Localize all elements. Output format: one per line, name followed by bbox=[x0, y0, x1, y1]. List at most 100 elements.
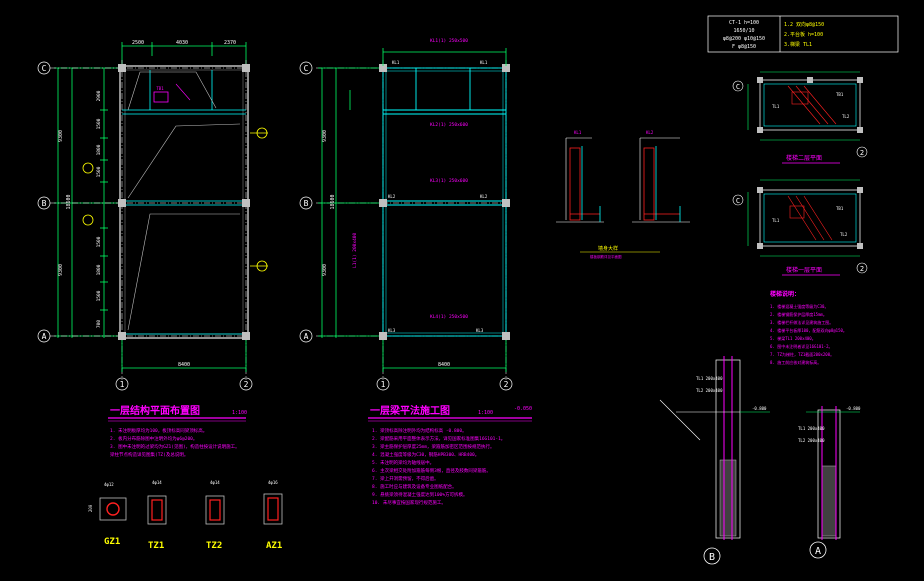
info-line2: 1650/10 bbox=[733, 28, 754, 34]
stair1-axis-c: C bbox=[736, 83, 740, 91]
plan2-note-9: 9. 悬挑梁须待混凝土强度达到100%方可拆模。 bbox=[372, 491, 467, 498]
plan1-note-4: 梁柱节点构造详见图集(TZ)及总说明。 bbox=[110, 451, 188, 458]
elevation-section-a: TL1 200x400 TL2 200x400 -0.800 A bbox=[798, 406, 861, 559]
svg-text:KL2: KL2 bbox=[646, 130, 654, 135]
svg-text:TL2: TL2 bbox=[840, 232, 848, 237]
col-tz2-label: TZ2 bbox=[206, 541, 222, 551]
plan2-bottom-dim: 8400 bbox=[438, 362, 450, 368]
svg-text:TL1: TL1 bbox=[772, 104, 780, 109]
stair-notes-title: 楼梯说明： bbox=[770, 290, 800, 298]
plan1-side-dim-5: 1500 bbox=[96, 236, 102, 247]
plan2-top-dims bbox=[382, 48, 507, 66]
elev-b-level: -0.800 bbox=[752, 406, 767, 411]
plan1-axis-bubbles bbox=[37, 61, 253, 391]
elevation-section-b: TL1 200x400 TL2 200x400 -0.800 B bbox=[659, 356, 770, 565]
wall-section-title: 墙身大样 bbox=[598, 245, 618, 252]
plan2-beam-labels: KL1(1) 250x500 KL2(1) 250x600 KL3(1) 250… bbox=[352, 38, 468, 320]
elev-a-axis: A bbox=[815, 546, 821, 557]
plan1-scale: 1:100 bbox=[232, 410, 247, 416]
beam-label-2: KL2(1) 250x600 bbox=[430, 122, 468, 128]
plan1-axis-a: A bbox=[42, 332, 47, 341]
plan1-beams bbox=[122, 70, 246, 335]
stair-note-8: 8. 施工前应核对建筑标高。 bbox=[770, 359, 821, 365]
col-tz1-label: TZ1 bbox=[148, 541, 164, 551]
plan1-note-2: 2. 板内分布筋除图中注明外均为φ6@200。 bbox=[110, 435, 197, 442]
beam-label-4: KL4(1) 250x500 bbox=[430, 314, 468, 320]
svg-text:TL1: TL1 bbox=[772, 218, 780, 223]
plan1-axis-1: 1 bbox=[120, 380, 125, 389]
plan1-top-dim-1: 2500 bbox=[132, 40, 144, 46]
plan2-note-3: 3. 梁主筋保护层厚度25mm，梁箍筋加密区范围按规范执行。 bbox=[372, 443, 494, 450]
plan2-note-1: 1. 梁顶标高除注明外均为结构标高 -0.800。 bbox=[372, 427, 467, 434]
plan2-axis-2: 2 bbox=[504, 380, 509, 389]
plan2-beams bbox=[382, 67, 507, 337]
plan1-side-dim-4: 1500 bbox=[96, 166, 102, 177]
plan1-side-dim-1: 2900 bbox=[96, 90, 102, 101]
plan1-top-dims bbox=[121, 42, 247, 66]
plan2-note-2: 2. 梁配筋采用平面整体表示方法，详见国家标准图集16G101-1。 bbox=[372, 435, 505, 442]
plan1-side-dim-8: 700 bbox=[96, 320, 102, 328]
wall-section-note: 楼板钢筋详见平面图 bbox=[590, 254, 622, 259]
plan1-top-dim-2: 4030 bbox=[176, 40, 188, 46]
elev-a-label-2: TL2 200x400 bbox=[798, 438, 825, 443]
elev-b-axis: B bbox=[709, 552, 715, 563]
info-right2: 2.平台板 h=100 bbox=[784, 31, 823, 38]
svg-text:KL1: KL1 bbox=[574, 130, 582, 135]
col-tz2-size: 4φ14 bbox=[210, 480, 220, 485]
plan1-left-dim-2: 9300 bbox=[58, 264, 64, 276]
plan2-note-10: 10. 未尽事宜按国家现行规范施工。 bbox=[372, 499, 446, 506]
svg-text:KL1: KL1 bbox=[392, 60, 400, 65]
plan1-top-dim-3: 2370 bbox=[224, 40, 236, 46]
stair-note-4: 4. 楼梯平台板厚100，配筋双向φ8@150。 bbox=[770, 327, 847, 333]
plan2-left-dim-1: 9300 bbox=[322, 130, 328, 142]
stair-note-1: 1. 楼梯混凝土强度等级为C30。 bbox=[770, 303, 828, 309]
svg-text:TB1: TB1 bbox=[156, 86, 164, 91]
elev-a-label-1: TL1 200x400 bbox=[798, 426, 825, 431]
plan1-bottom-dims bbox=[121, 340, 247, 372]
plan2-bottom-dims bbox=[382, 340, 507, 372]
stair-plan-2: TL1 TB1 TL2 C 2 楼梯一层平面 bbox=[732, 179, 868, 276]
column-details: 4φ12 200 GZ1 4φ14 TZ1 4φ14 TZ2 4φ16 AZ1 bbox=[88, 480, 283, 551]
plan1-note-1: 1. 未注明板厚均为100，板顶标高同梁顶标高。 bbox=[110, 427, 207, 434]
plan2-axis-b: B bbox=[304, 199, 309, 208]
plan1-left-dim-1: 9300 bbox=[58, 130, 64, 142]
plan2-axis-bubbles bbox=[299, 61, 513, 391]
plan1-title: 一层结构平面布置图 bbox=[110, 404, 200, 417]
plan1-columns bbox=[118, 64, 250, 340]
col-tz1: 4φ14 TZ1 bbox=[147, 480, 167, 551]
col-gz1-size: 4φ12 bbox=[104, 482, 114, 487]
info-right3: 3.梯梁 TL1 bbox=[784, 41, 812, 48]
col-az1-label: AZ1 bbox=[266, 541, 282, 551]
stair-info-box: CT-1 h=100 1650/10 φ8@200 φ10@150 F φ8@1… bbox=[707, 15, 899, 53]
info-right1: 1.2 双向φ8@150 bbox=[784, 21, 824, 28]
svg-text:KL1: KL1 bbox=[480, 60, 488, 65]
elev-a-level: -0.800 bbox=[846, 406, 861, 411]
structure-plan-1: 2500 4030 2370 9300 9300 18600 2900 1500… bbox=[37, 40, 268, 458]
plan2-small-labels: KL1 KL1 KL2 KL2 KL3 KL3 bbox=[388, 60, 488, 333]
plan1-slab-lines bbox=[127, 71, 241, 331]
stair2-axis-2: 2 bbox=[860, 265, 864, 273]
plan1-axis-c: C bbox=[42, 64, 47, 73]
stair-note-3: 3. 楼梯栏杆做法详见建筑施工图。 bbox=[770, 319, 833, 325]
col-gz1: 4φ12 200 GZ1 bbox=[88, 482, 127, 547]
plan1-axis-b: B bbox=[42, 199, 47, 208]
stair-note-5: 5. 梯梁TL1 200x400。 bbox=[770, 335, 816, 341]
info-line1: CT-1 h=100 bbox=[729, 20, 759, 26]
svg-text:KL3: KL3 bbox=[476, 328, 484, 333]
plan2-left-dim-2: 9300 bbox=[322, 264, 328, 276]
plan2-note-6: 6. 主次梁相交处附加箍筋每侧3根，直径及肢数同梁箍筋。 bbox=[372, 467, 491, 474]
svg-text:KL2: KL2 bbox=[480, 194, 488, 199]
svg-text:TL2: TL2 bbox=[842, 114, 850, 119]
plan1-side-dim-2: 1500 bbox=[96, 118, 102, 129]
plan2-axis-c: C bbox=[304, 64, 309, 73]
beam-label-3: KL3(1) 250x600 bbox=[430, 178, 468, 184]
col-gz1-label: GZ1 bbox=[104, 537, 120, 547]
col-az1: 4φ16 AZ1 bbox=[263, 480, 283, 551]
plan1-side-dim-7: 1500 bbox=[96, 290, 102, 301]
beam-label-1: KL1(1) 250x500 bbox=[430, 38, 468, 44]
stair-note-2: 2. 楼梯钢筋保护层厚度15mm。 bbox=[770, 311, 827, 317]
plan2-elev: -0.050 bbox=[514, 406, 532, 412]
elev-b-label-2: TL2 200x400 bbox=[696, 388, 723, 393]
plan1-left-total: 18600 bbox=[66, 194, 72, 209]
